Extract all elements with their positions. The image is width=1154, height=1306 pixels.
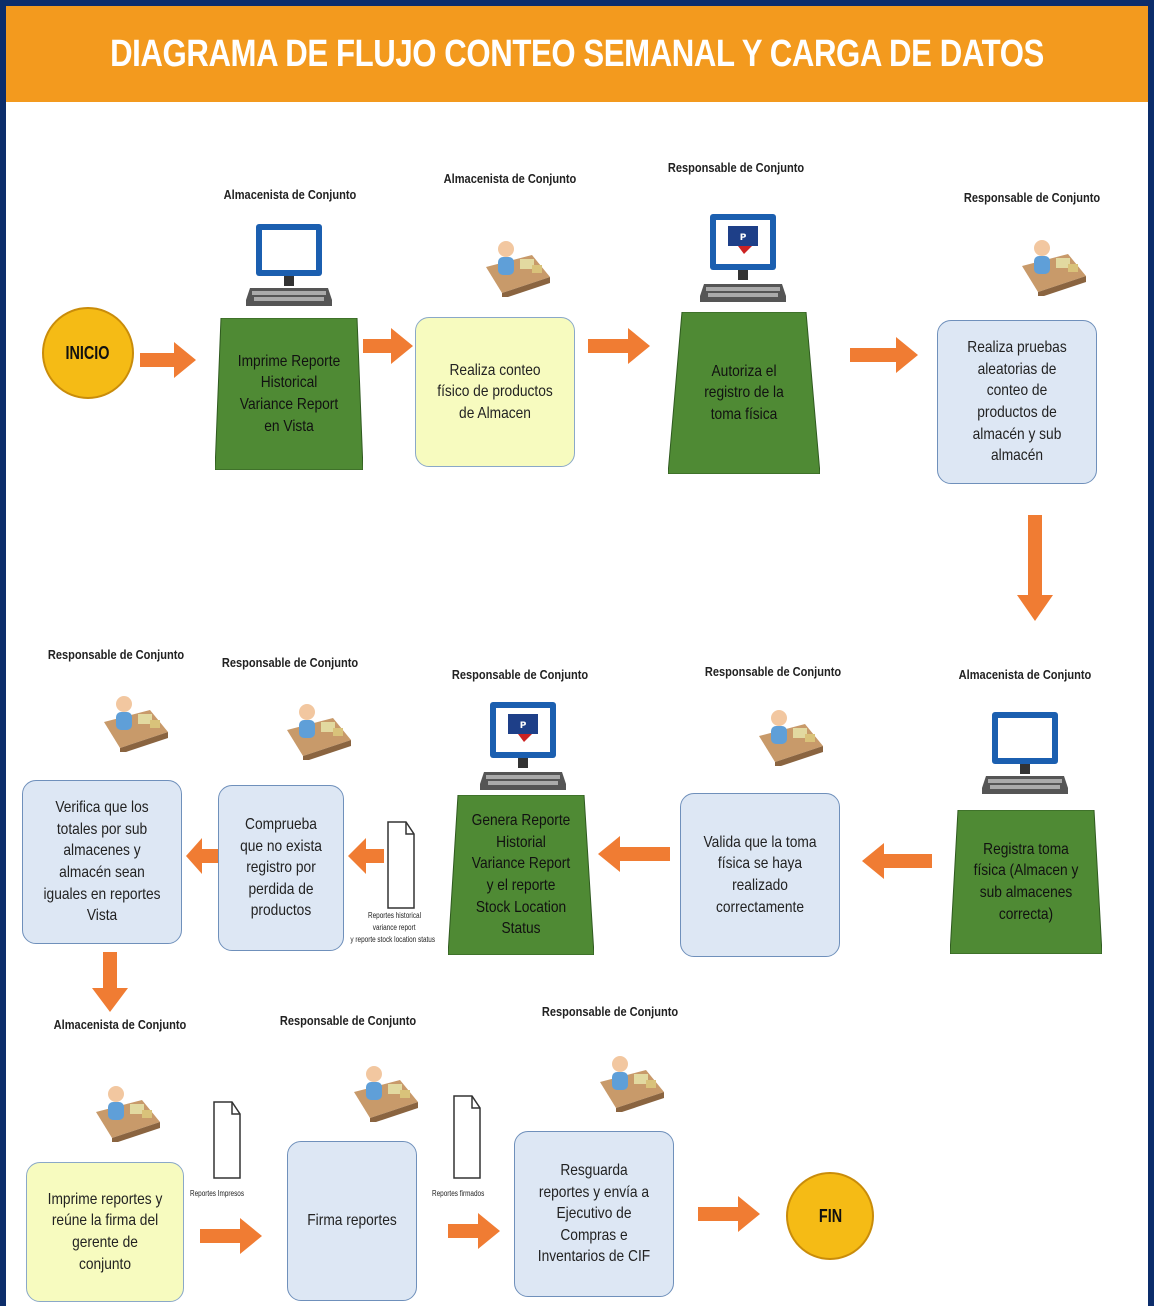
flow-arrow xyxy=(862,843,932,879)
step-10-role: Almacenista de Conjunto xyxy=(53,1017,187,1032)
step-11-role: Responsable de Conjunto xyxy=(279,1013,417,1028)
svg-text:P: P xyxy=(740,233,747,243)
document-label: Reportes historical variance report y re… xyxy=(350,911,436,944)
step-2-role: Almacenista de Conjunto xyxy=(443,171,577,186)
worker-at-desk-icon xyxy=(287,704,351,760)
step-1-box: Imprime Reporte Historical Variance Repo… xyxy=(215,318,363,470)
step-5-role: Almacenista de Conjunto xyxy=(958,667,1092,682)
step-5-box: Registra toma física (Almacen y sub alma… xyxy=(950,810,1102,954)
flow-arrow xyxy=(186,838,218,874)
flow-arrow xyxy=(1017,515,1053,621)
diagram-title: DIAGRAMA DE FLUJO CONTEO SEMANAL Y CARGA… xyxy=(110,33,1044,75)
document-label: Reportes firmados xyxy=(432,1189,485,1198)
step-12-box: Resguarda reportes y envía a Ejecutivo d… xyxy=(514,1131,674,1297)
step-10-box: Imprime reportes y reúne la firma del ge… xyxy=(26,1162,184,1302)
step-8-role: Responsable de Conjunto xyxy=(221,655,359,670)
computer-icon xyxy=(982,712,1068,794)
flow-arrow xyxy=(92,952,128,1012)
step-4-role: Responsable de Conjunto xyxy=(963,190,1101,205)
step-3-box: Autoriza el registro de la toma física xyxy=(668,312,820,474)
flow-arrow xyxy=(348,838,384,874)
computer-with-logo-icon: P xyxy=(700,214,786,302)
flow-arrow xyxy=(363,328,413,364)
step-8-box: Comprueba que no exista registro por per… xyxy=(218,785,344,951)
flow-arrow xyxy=(588,328,650,364)
document-icon xyxy=(387,821,415,909)
step-12-role: Responsable de Conjunto xyxy=(541,1004,679,1019)
step-4-box: Realiza pruebas aleatorias de conteo de … xyxy=(937,320,1097,484)
flow-arrow xyxy=(850,337,918,373)
step-7-box: Genera Reporte Historial Variance Report… xyxy=(448,795,594,955)
worker-at-desk-icon xyxy=(354,1066,418,1122)
flow-arrow xyxy=(140,342,196,378)
worker-at-desk-icon xyxy=(104,696,168,752)
worker-at-desk-icon xyxy=(486,241,550,297)
step-1-role: Almacenista de Conjunto xyxy=(223,187,357,202)
flow-arrow xyxy=(698,1196,760,1232)
step-7-role: Responsable de Conjunto xyxy=(451,667,589,682)
worker-at-desk-icon xyxy=(600,1056,664,1112)
flow-arrow xyxy=(598,836,670,872)
document-icon xyxy=(213,1101,241,1179)
document-label: Reportes Impresos xyxy=(190,1189,245,1198)
step-3-role: Responsable de Conjunto xyxy=(667,160,805,175)
step-11-box: Firma reportes xyxy=(287,1141,417,1301)
computer-icon xyxy=(246,224,332,306)
title-banner: DIAGRAMA DE FLUJO CONTEO SEMANAL Y CARGA… xyxy=(6,6,1148,102)
computer-with-logo-icon: P xyxy=(480,702,566,790)
worker-at-desk-icon xyxy=(96,1086,160,1142)
end-node: FIN xyxy=(786,1172,874,1260)
start-node: INICIO xyxy=(42,307,134,399)
step-6-box: Valida que la toma física se haya realiz… xyxy=(680,793,840,957)
worker-at-desk-icon xyxy=(759,710,823,766)
svg-text:P: P xyxy=(520,721,527,731)
step-6-role: Responsable de Conjunto xyxy=(704,664,842,679)
step-9-box: Verifica que los totales por sub almacen… xyxy=(22,780,182,944)
step-9-role: Responsable de Conjunto xyxy=(47,647,185,662)
worker-at-desk-icon xyxy=(1022,240,1086,296)
document-icon xyxy=(453,1095,481,1179)
flow-arrow xyxy=(200,1218,262,1254)
flow-arrow xyxy=(448,1213,500,1249)
step-2-box: Realiza conteo físico de productos de Al… xyxy=(415,317,575,467)
